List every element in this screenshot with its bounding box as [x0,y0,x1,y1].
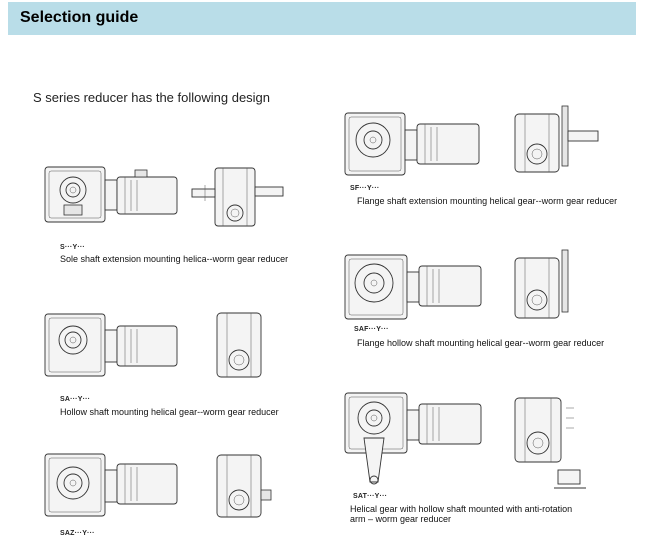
reducer-saz-front-drawing [44,453,178,517]
reducer-saf-front-drawing [344,254,482,320]
reducer-sf-front-drawing [344,112,480,176]
reducer-s-front-drawing [44,166,178,223]
reducer-saf-side-drawing [514,249,569,319]
design-caption-sf: Flange shaft extension mounting helical … [357,196,618,206]
design-code-sa: SA···Y··· [60,396,91,403]
reducer-sa-side-drawing [216,312,262,378]
reducer-sf-side-drawing [514,105,599,173]
reducer-sat-front-drawing [344,392,482,485]
reducer-saz-side-drawing [216,454,272,518]
design-code-sf: SF···Y··· [350,185,380,192]
design-caption-saf: Flange hollow shaft mounting helical gea… [357,338,605,348]
page-title: Selection guide [20,9,139,26]
reducer-sa-front-drawing [44,313,178,377]
reducer-s-side-drawing [191,167,284,227]
design-code-saf: SAF···Y··· [354,326,389,333]
design-code-saz: SAZ···Y··· [60,530,95,537]
design-code-sat: SAT···Y··· [353,493,388,500]
design-caption-sa: Hollow shaft mounting helical gear--worm… [60,407,279,417]
reducer-sat-side-drawing [514,397,586,489]
design-code-s: S···Y··· [60,244,85,251]
design-caption-s: Sole shaft extension mounting helica--wo… [60,254,289,264]
section-header: Selection guide [8,2,636,35]
intro-text: S series reducer has the following desig… [33,90,271,105]
design-caption-sat-line1: Helical gear with hollow shaft mounted w… [350,504,573,514]
design-caption-sat-line2: arm – worm gear reducer [350,514,452,524]
